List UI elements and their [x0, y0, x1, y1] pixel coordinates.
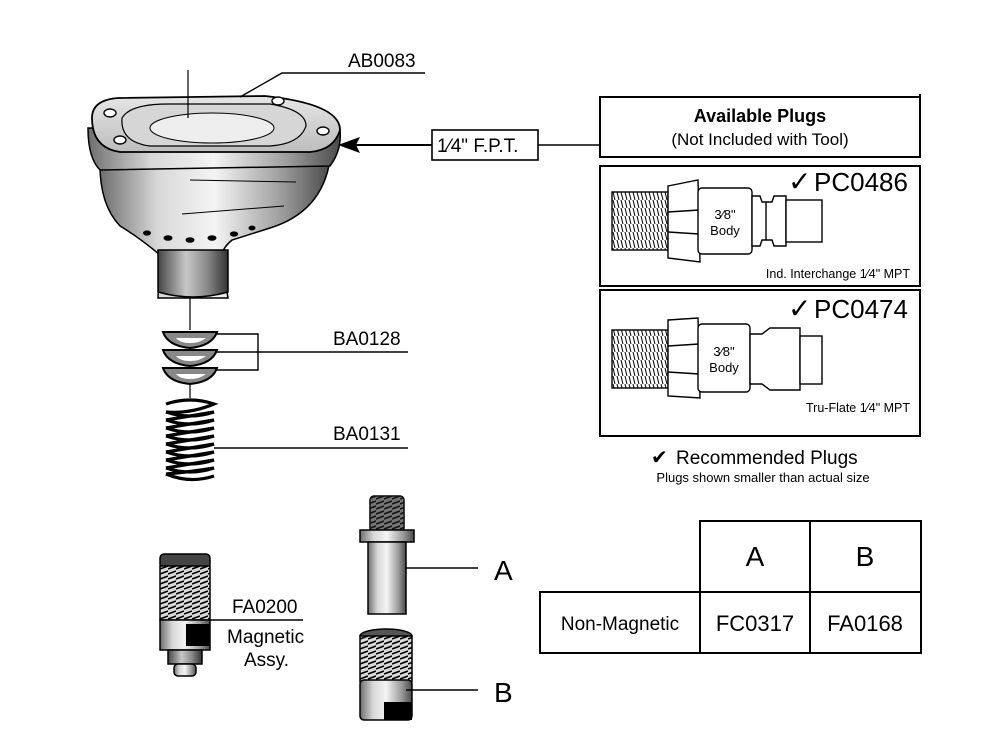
- fpt-callout: 1⁄4" F.P.T.: [338, 129, 601, 161]
- housing-ab0083: [87, 70, 342, 299]
- label-part-b: B: [494, 677, 513, 708]
- table-row-label: Non-Magnetic: [561, 614, 679, 635]
- plug-pc0474-body-size: 3⁄8": [713, 344, 735, 359]
- table-cell-b: FA0168: [827, 611, 903, 636]
- plug-pc0486-part: PC0486: [814, 167, 908, 197]
- plug-pc0486-desc: Ind. Interchange 1⁄4" MPT: [766, 267, 910, 281]
- plug-pc0486-check: ✓: [788, 166, 811, 197]
- plugs-title: Available Plugs: [694, 106, 826, 126]
- label-ba0128: BA0128: [333, 329, 401, 350]
- available-plugs-panel: Available Plugs (Not Included with Tool)…: [599, 94, 921, 485]
- plug-pc0474-drawing: [611, 317, 823, 399]
- washers-ba0128: BA0128: [161, 329, 408, 386]
- callout-ab0083: AB0083: [239, 51, 425, 98]
- spring-ba0131: BA0131: [165, 398, 408, 482]
- plug-pc0474-body: Body: [709, 360, 739, 375]
- plug-pc0474-part: PC0474: [814, 294, 908, 324]
- recommended-check: ✔: [651, 447, 668, 469]
- label-magnetic: Magnetic: [227, 627, 304, 648]
- part-b: B: [359, 628, 513, 721]
- label-assy: Assy.: [244, 650, 289, 671]
- label-fpt: 1⁄4" F.P.T.: [437, 136, 518, 157]
- label-ab0083: AB0083: [348, 51, 416, 72]
- vent-holes: [143, 225, 256, 243]
- table-cell-a: FC0317: [716, 611, 794, 636]
- magnetic-assembly-fa0200: FA0200 Magnetic Assy.: [159, 553, 304, 677]
- part-a: A: [359, 495, 513, 615]
- plug-pc0486-drawing: [611, 179, 823, 263]
- plug-pc0474-check: ✓: [788, 293, 811, 324]
- label-fa0200: FA0200: [232, 597, 298, 618]
- plugs-size-note: Plugs shown smaller than actual size: [656, 470, 869, 485]
- plugs-subtitle: (Not Included with Tool): [671, 130, 848, 149]
- recommended-label: Recommended Plugs: [676, 448, 858, 469]
- parts-table: A B Non-Magnetic FC0317 FA0168: [539, 520, 922, 654]
- label-ba0131: BA0131: [333, 424, 401, 445]
- plug-pc0474-desc: Tru-Flate 1⁄4" MPT: [806, 401, 910, 415]
- plug-pc0486-body: Body: [710, 223, 740, 238]
- table-header-b: B: [856, 541, 875, 572]
- plug-pc0486-body-size: 3⁄8": [714, 207, 736, 222]
- table-header-a: A: [746, 541, 765, 572]
- label-part-a: A: [494, 555, 513, 586]
